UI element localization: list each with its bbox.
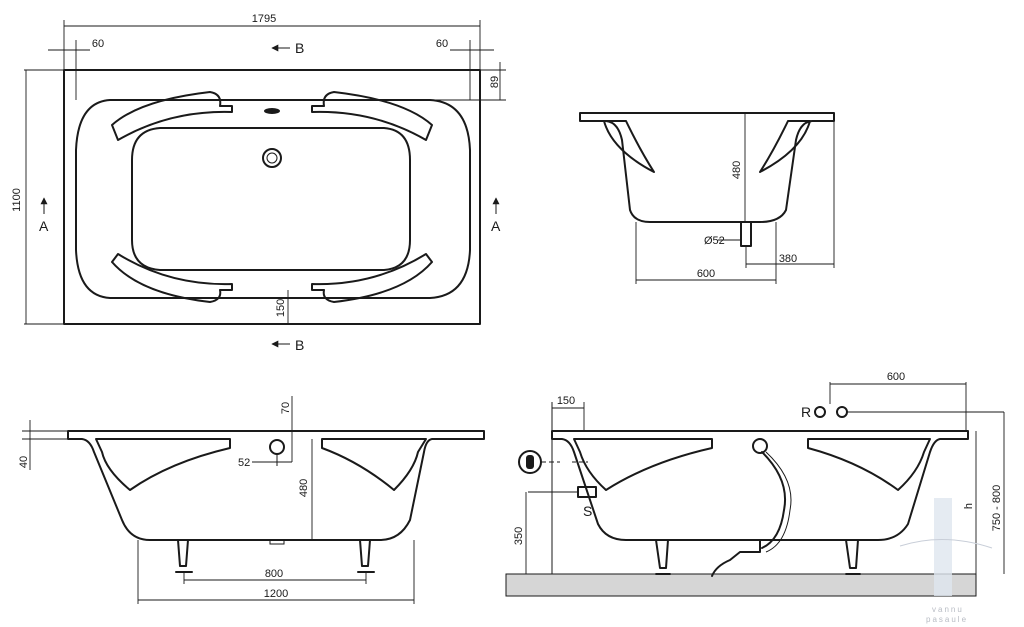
dim-b-rim-label: 70 xyxy=(280,402,292,414)
section-b-overflow xyxy=(269,439,285,455)
section-b-arm-right xyxy=(321,438,427,491)
install-overflow-hose-edge xyxy=(765,451,792,553)
dim-install-range-label: 750 - 800 xyxy=(991,485,1003,531)
dim-bottom-label: 150 xyxy=(275,299,287,317)
top-inner-basin xyxy=(131,127,411,271)
install-tap-label: R xyxy=(801,404,811,420)
install-siphon-pipe xyxy=(711,539,761,577)
top-armrest-right-bottom xyxy=(311,253,433,303)
section-a-right-label: A xyxy=(491,218,501,234)
watermark-bar xyxy=(934,498,952,596)
section-b-top-label: B xyxy=(295,40,304,56)
top-armrest-left-top xyxy=(111,91,233,141)
install-arm-left xyxy=(573,438,713,491)
install-foot-right xyxy=(845,539,861,575)
install-foot-left xyxy=(655,539,671,575)
install-tap-cold xyxy=(836,406,848,418)
top-view: 1795 60 60 89 1100 150 B B A A xyxy=(11,13,506,353)
section-a-drain-pipe xyxy=(740,221,752,247)
watermark-logo: vannu pasaule xyxy=(899,498,993,624)
section-b-bottom-label: B xyxy=(295,337,304,353)
dim-b-overflow-label: 52 xyxy=(238,457,250,469)
top-outer-rim xyxy=(63,69,481,325)
dim-a-height-label: 480 xyxy=(731,161,743,179)
install-tap-hot xyxy=(814,406,826,418)
dim-install-offset-label: 150 xyxy=(557,395,575,407)
section-a-arm-right xyxy=(759,120,811,173)
top-drain-outer xyxy=(262,148,282,168)
install-floor xyxy=(505,573,977,597)
dim-b-flange-label: 40 xyxy=(18,456,30,468)
dim-b-feet-label: 800 xyxy=(265,568,283,580)
watermark-line1: vannu xyxy=(932,605,964,614)
top-armrest-left-bottom xyxy=(111,253,233,303)
dim-rim-label: 89 xyxy=(489,76,501,88)
install-overflow xyxy=(752,438,768,454)
dim-install-tap-label: 600 xyxy=(887,371,905,383)
dim-install-siphon-label: 350 xyxy=(513,527,525,545)
install-arm-right xyxy=(807,438,931,491)
section-a-left-label: A xyxy=(39,218,49,234)
section-b-shell xyxy=(67,430,485,541)
section-a-arm-left xyxy=(603,120,655,173)
top-drain-inner xyxy=(266,152,278,164)
dim-edge-left-label: 60 xyxy=(92,38,104,50)
dim-length-label: 1795 xyxy=(252,13,276,25)
watermark-arc xyxy=(899,539,993,549)
dim-a-offset-label: 380 xyxy=(779,253,797,265)
section-b-arm-left xyxy=(95,438,231,491)
dim-install-h-label: h xyxy=(963,503,975,509)
dim-b-height-label: 480 xyxy=(298,479,310,497)
top-overflow xyxy=(264,108,280,114)
dim-a-base-label: 600 xyxy=(697,268,715,280)
section-a-shell xyxy=(579,112,835,223)
install-shell xyxy=(551,430,969,541)
section-b-view: 70 40 52 480 800 1200 xyxy=(18,396,485,604)
install-siphon-label: S xyxy=(583,503,592,519)
dim-a-drain-label: Ø52 xyxy=(704,235,725,247)
dim-b-base-label: 1200 xyxy=(264,588,288,600)
dim-width-label: 1100 xyxy=(11,188,23,212)
section-b-drain xyxy=(269,539,285,545)
section-b-foot-left xyxy=(175,539,193,573)
top-armrest-right-top xyxy=(311,91,433,141)
watermark-line2: pasaule xyxy=(926,615,968,624)
section-a-view: 480 Ø52 380 600 xyxy=(579,112,835,284)
top-outer-shell xyxy=(75,99,471,299)
section-b-foot-right xyxy=(357,539,375,573)
install-view: R 600 150 S 350 h 750 - 800 xyxy=(505,371,1005,597)
dim-edge-right-label: 60 xyxy=(436,38,448,50)
overflow-knob-slot xyxy=(526,455,534,469)
install-overflow-hose xyxy=(761,451,786,549)
